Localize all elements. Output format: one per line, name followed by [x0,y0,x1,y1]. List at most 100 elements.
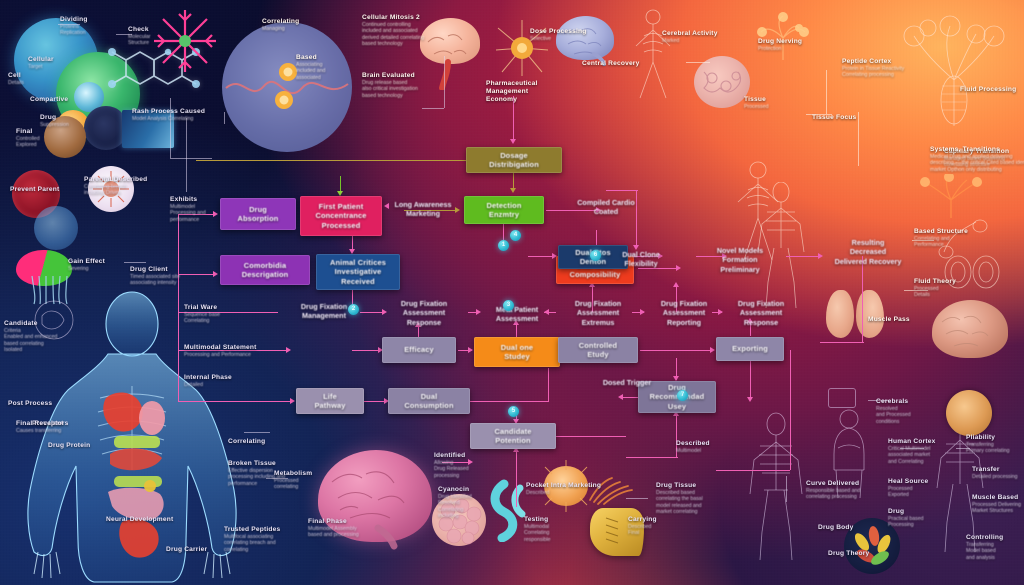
annotation-subtitle: Detailed processing [972,474,1018,481]
annotation-title: Described [676,440,710,447]
annotation-title: Prevent Parent [10,186,60,193]
annotation-title: Cerebrals [876,398,909,405]
annotation-title: Final Receptors [16,420,69,427]
annotation-title: Broken Tissue [228,460,276,467]
annotation-title: Final [16,128,33,135]
person-outline-illustration [833,409,865,499]
wire-body-figure-top [635,9,671,99]
annotation-subtitle: Managing [262,26,285,33]
annotation-title: Systems, Transitions [930,146,1000,153]
device-outline-illustration [828,388,856,408]
flow-node-exporting[interactable]: Exporting [716,337,784,361]
flow-node-efficacy[interactable]: Efficacy [382,337,456,363]
annotation-title: Drug Tissue [656,482,697,489]
tissue-sample-illustration [44,116,86,158]
annotation-title: Pliability [966,434,996,441]
annotation-title: Human Cortex [888,438,936,445]
annotation-title: Muscle Based [972,494,1019,501]
flow-step-dot[interactable]: 1 [498,240,509,251]
annotation-title: Compartive [30,96,69,103]
annotation-title: Cyanocin [438,486,470,493]
gold-boot-illustration [590,508,644,556]
teal-structure-illustration [490,479,526,542]
annotation-bottom-left-b1: Drug Protein [48,442,90,450]
orange-microbe-illustration [589,477,633,505]
annotation-title: Multimodal Statement [184,344,257,351]
flow-step-dot[interactable]: 6 [590,250,601,261]
annotation-title: Exhibits [170,196,198,203]
skeleton-figure-right [749,412,803,561]
skeleton-figure-mid [757,182,805,309]
cell-cluster-icon [438,498,482,545]
wire-flower-illustration [903,15,1005,126]
annotation-subtitle: Selective [530,36,552,43]
brain-folds-right-icon [941,315,989,347]
orange-bloom-illustration [757,12,809,60]
annotation-title: Pocket Intra Marketing [526,482,602,489]
annotation-title: Based Structure [914,228,968,235]
annotation-subtitle: Severing [68,266,89,273]
flow-step-dot[interactable]: 4 [510,230,521,241]
orange-bloom-right-illustration [920,174,982,218]
flow-step-dot[interactable]: 3 [503,300,514,311]
annotation-title: Candidate [4,320,38,327]
annotation-title: Internal Phase [184,374,232,381]
neuron-cell-illustration [495,20,549,76]
annotation-left-column-l5: Prevent Parent [10,186,59,194]
annotation-subtitle: Suppression [40,122,69,129]
annotation-right-side-r8: Muscle Pass [868,316,910,324]
flow-step-dot[interactable]: 5 [508,406,519,417]
jellyfish-illustration [31,275,68,305]
flow-step-dot[interactable]: 2 [348,304,359,315]
flow-step-dot[interactable]: 7 [677,390,688,401]
intestine-illustration [694,56,750,108]
annotation-title: Check [128,26,149,33]
bone-joint-illustration [938,219,988,259]
dark-virus-illustration [84,106,128,150]
annotation-title: Dividing [60,16,88,23]
